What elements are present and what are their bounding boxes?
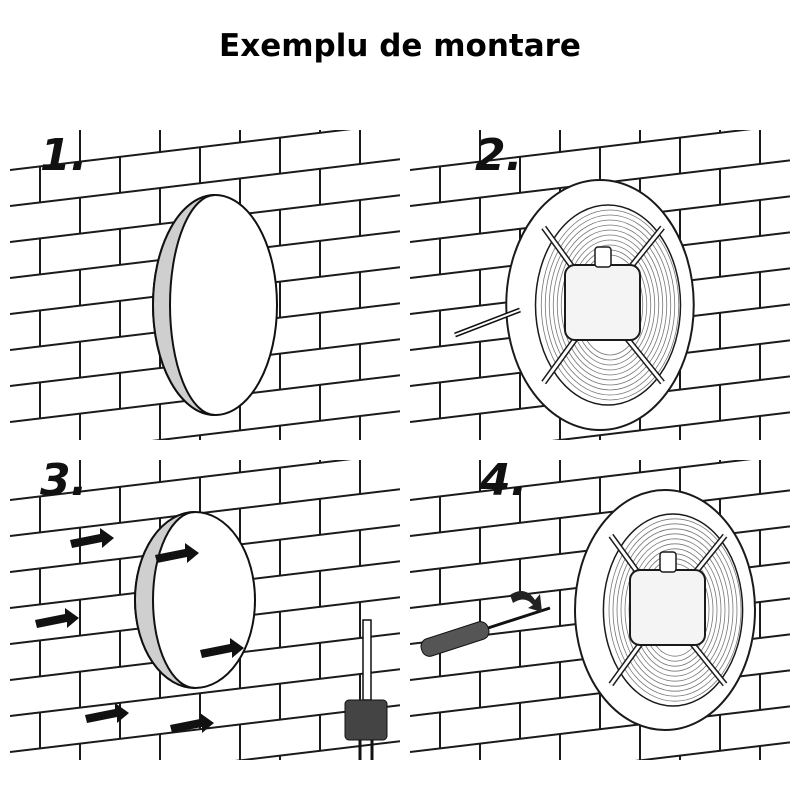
drill-icon xyxy=(344,619,388,760)
arrow-icon xyxy=(85,703,129,723)
screwdriver-icon xyxy=(420,591,551,657)
page-title: Exemplu de montare xyxy=(219,28,581,64)
wall-hole-with-anchors xyxy=(35,511,388,760)
screwdriver-icon xyxy=(454,307,521,338)
step-4-panel: 4. xyxy=(410,455,790,760)
wall-hole xyxy=(152,194,278,416)
fan-unit xyxy=(574,489,756,731)
step-number: 1. xyxy=(40,130,88,181)
brick-wall xyxy=(10,460,400,760)
step-3-panel: 3. xyxy=(10,455,400,760)
step-2-panel: 2. xyxy=(410,130,790,440)
arrow-icon xyxy=(70,528,114,548)
arrow-icon xyxy=(170,713,214,733)
step-number: 4. xyxy=(480,455,528,506)
arrow-icon xyxy=(200,638,244,658)
step-number: 2. xyxy=(475,130,523,181)
fan-unit xyxy=(505,179,695,431)
arrow-icon xyxy=(155,543,199,563)
step-1-panel: 1. xyxy=(10,130,400,440)
arrow-icon xyxy=(35,608,79,628)
step-number: 3. xyxy=(40,455,88,506)
